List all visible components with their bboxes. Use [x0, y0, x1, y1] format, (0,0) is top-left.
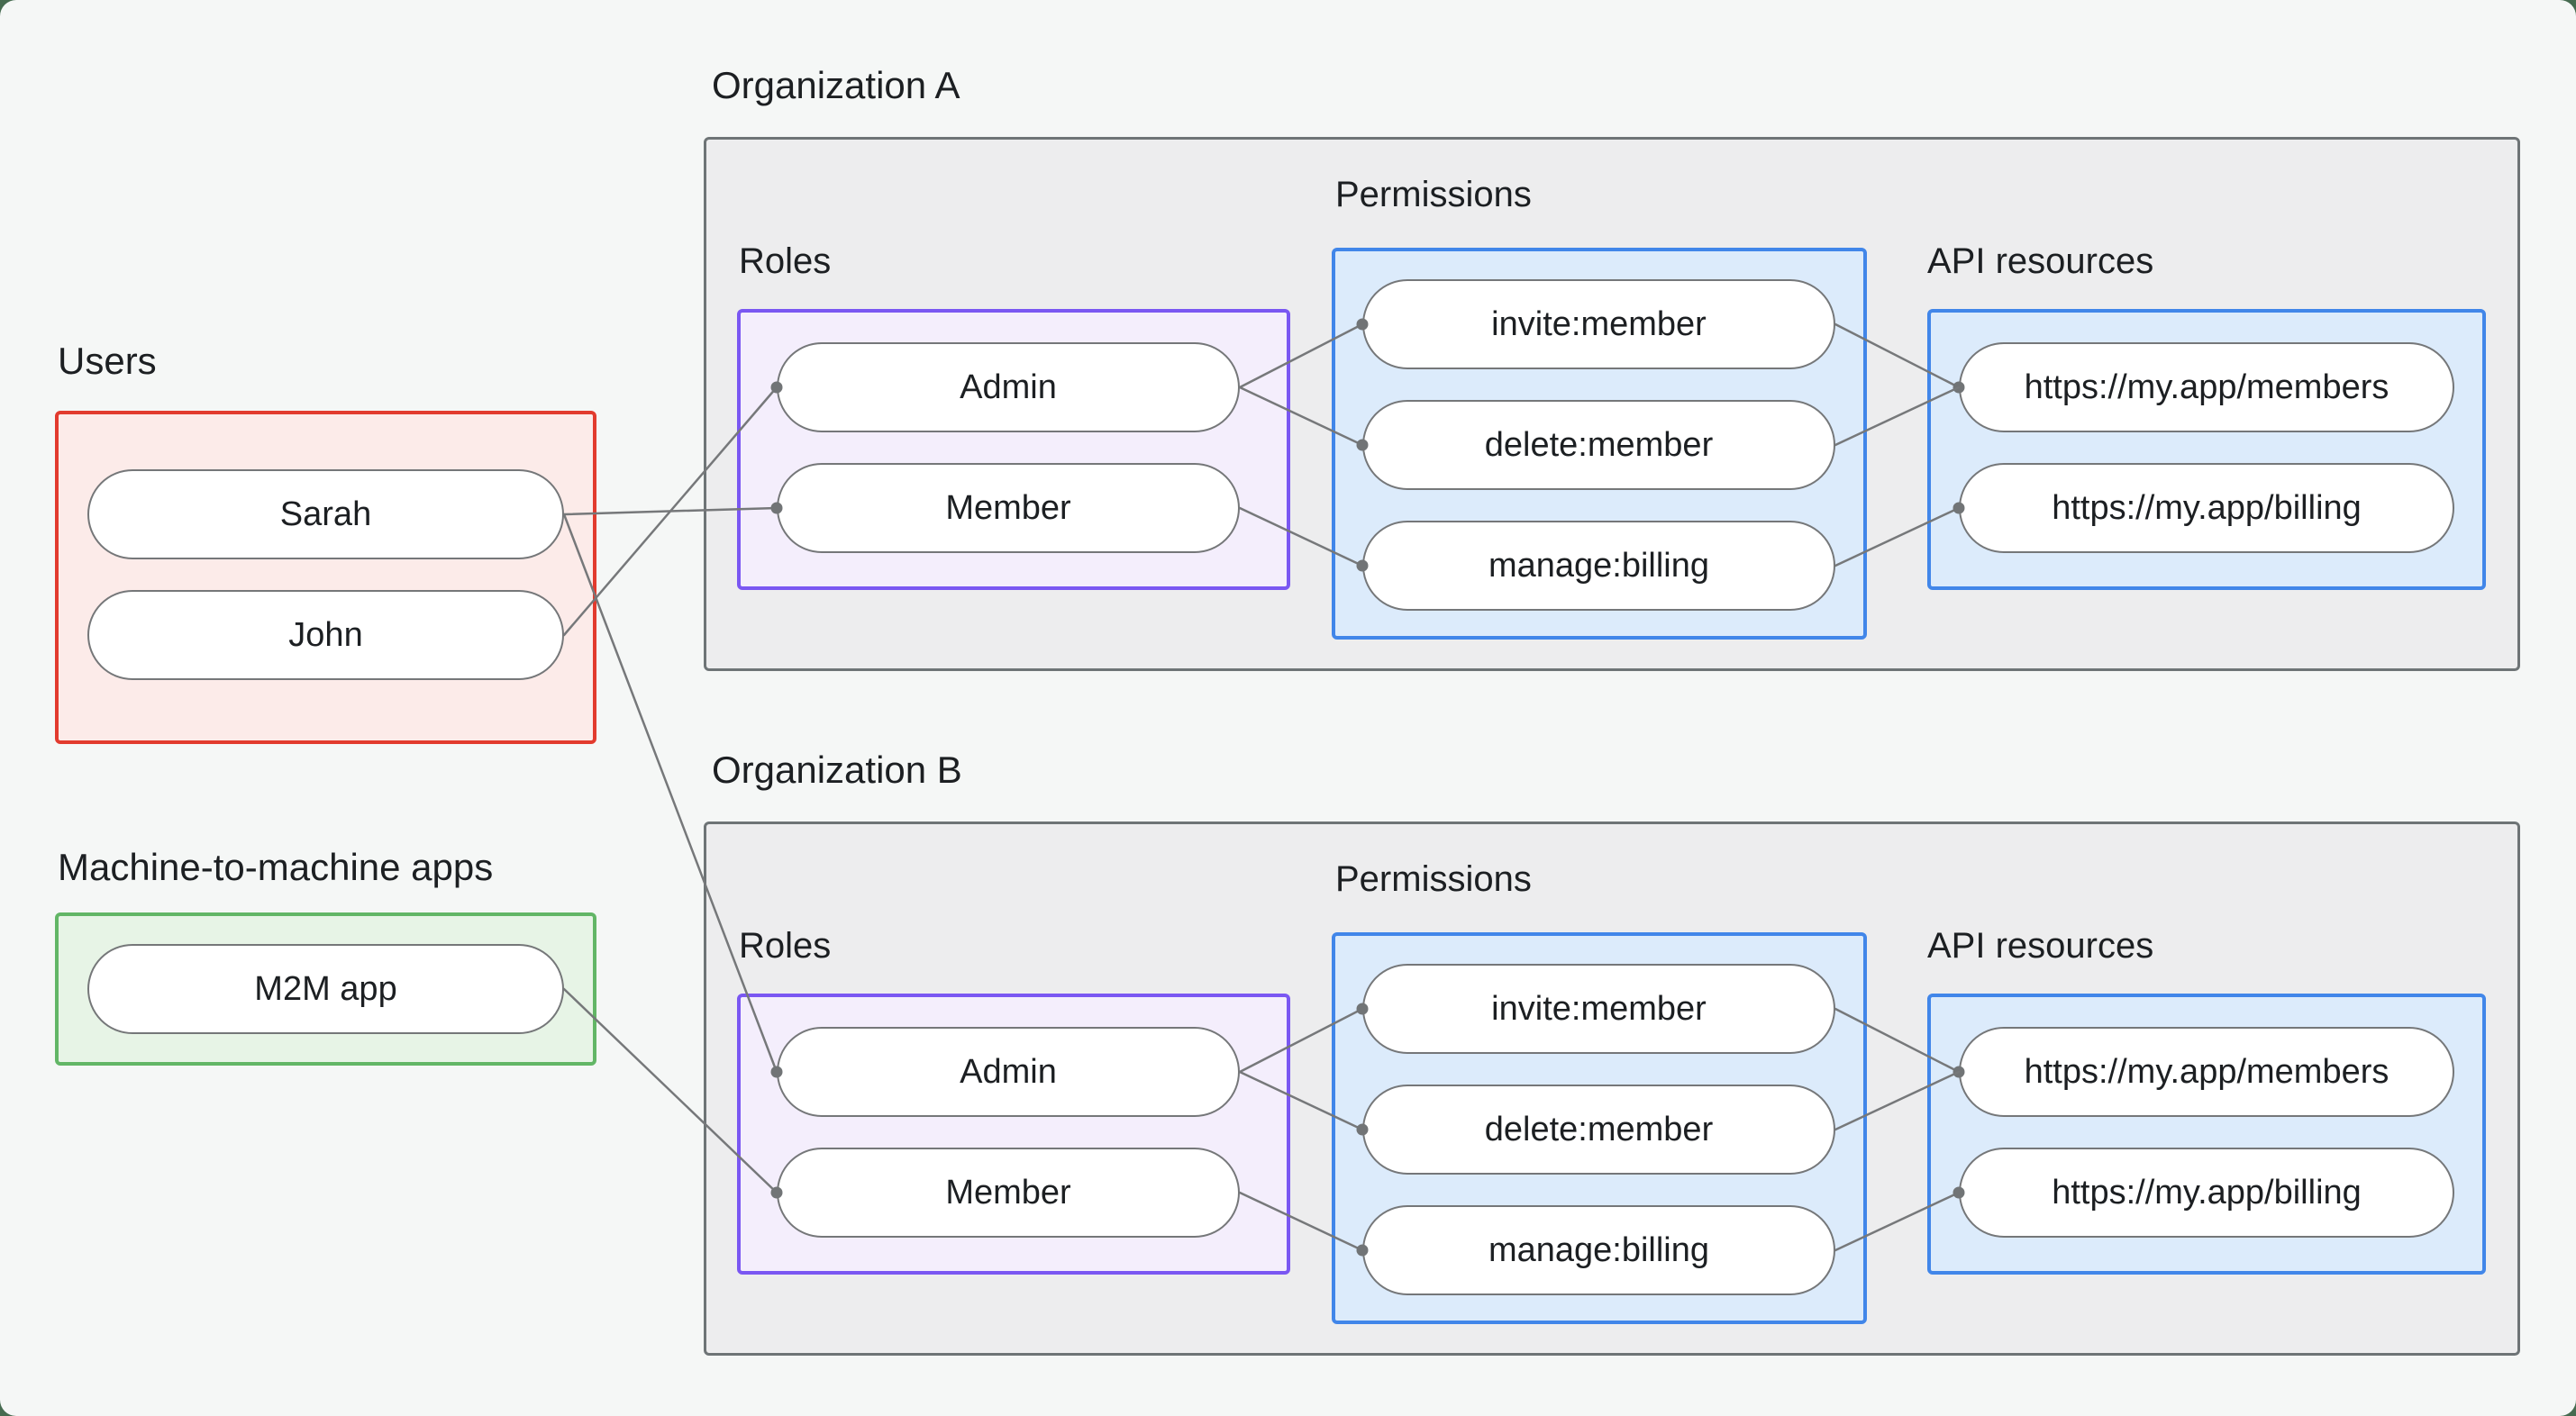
org-a-role-member: Member [777, 463, 1240, 553]
org-b-permission-invite-member: invite:member [1362, 964, 1835, 1054]
role-label: Member [945, 1173, 1071, 1212]
permission-label: manage:billing [1488, 546, 1710, 585]
m2m-app-node: M2M app [87, 944, 564, 1034]
org-a-permissions-label: Permissions [1335, 175, 1532, 214]
users-group-box [55, 411, 596, 744]
permission-label: delete:member [1484, 1110, 1714, 1148]
org-b-role-member: Member [777, 1148, 1240, 1238]
org-a-api-resources-label: API resources [1927, 241, 2154, 281]
org-b-permission-manage-billing: manage:billing [1362, 1205, 1835, 1295]
user-node-sarah: Sarah [87, 469, 564, 559]
user-node-label: John [288, 615, 363, 654]
org-a-title: Organization A [712, 64, 960, 106]
org-b-title: Organization B [712, 749, 962, 791]
permission-label: manage:billing [1488, 1230, 1710, 1269]
role-label: Member [945, 488, 1071, 527]
org-b-api-resource-members: https://my.app/members [1959, 1027, 2454, 1117]
org-a-api-resource-members: https://my.app/members [1959, 342, 2454, 432]
users-group-title: Users [58, 340, 157, 382]
api-resource-label: https://my.app/billing [2052, 488, 2362, 527]
org-a-permission-manage-billing: manage:billing [1362, 521, 1835, 611]
permission-label: invite:member [1491, 304, 1707, 343]
m2m-group-title: Machine-to-machine apps [58, 846, 494, 888]
org-a-permission-delete-member: delete:member [1362, 400, 1835, 490]
user-node-john: John [87, 590, 564, 680]
role-label: Admin [960, 1052, 1057, 1091]
role-label: Admin [960, 368, 1057, 406]
m2m-node-label: M2M app [254, 969, 397, 1008]
org-b-role-admin: Admin [777, 1027, 1240, 1117]
org-a-role-admin: Admin [777, 342, 1240, 432]
org-b-api-resource-billing: https://my.app/billing [1959, 1148, 2454, 1238]
org-a-permission-invite-member: invite:member [1362, 279, 1835, 369]
permission-label: delete:member [1484, 425, 1714, 464]
api-resource-label: https://my.app/members [2024, 368, 2389, 406]
org-b-roles-label: Roles [739, 926, 832, 966]
org-a-api-resource-billing: https://my.app/billing [1959, 463, 2454, 553]
org-a-roles-label: Roles [739, 241, 832, 281]
permission-label: invite:member [1491, 989, 1707, 1028]
org-b-permissions-label: Permissions [1335, 859, 1532, 899]
org-b-api-resources-label: API resources [1927, 926, 2154, 966]
user-node-label: Sarah [279, 495, 372, 533]
api-resource-label: https://my.app/billing [2052, 1173, 2362, 1212]
org-b-permission-delete-member: delete:member [1362, 1085, 1835, 1175]
api-resource-label: https://my.app/members [2024, 1052, 2389, 1091]
